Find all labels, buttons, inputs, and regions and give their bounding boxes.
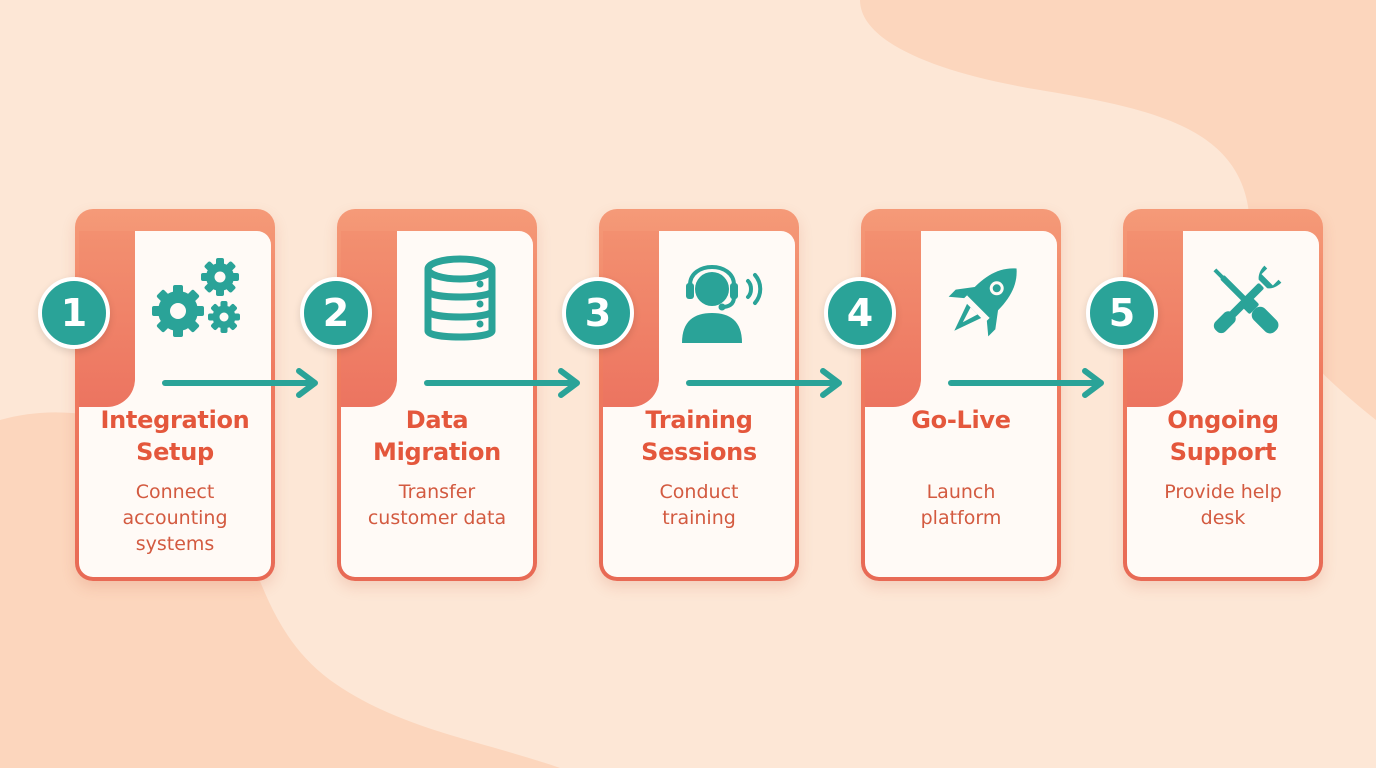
step-title: Integration Setup [79, 404, 271, 468]
rocket-icon [925, 251, 1043, 351]
step-title-line: Training [645, 406, 753, 434]
step-desc-line: desk [1200, 507, 1246, 529]
step-title-line: Sessions [641, 438, 757, 466]
step-title: Ongoing Support [1127, 404, 1319, 468]
step-number-badge: 4 [824, 277, 896, 349]
step-title-line: Setup [136, 438, 214, 466]
step-title-line: Integration [100, 406, 250, 434]
gears-icon [139, 251, 257, 351]
arrow-right-icon [948, 368, 1104, 398]
step-number-badge: 5 [1086, 277, 1158, 349]
step-description: Launch platform [865, 479, 1057, 531]
step-title-line: Go-Live [911, 406, 1011, 434]
step-title-line: Support [1169, 438, 1277, 466]
tools-icon [1187, 251, 1305, 351]
arrow-right-icon [162, 368, 318, 398]
headset-agent-icon [663, 251, 781, 351]
step-card-3: 3 Training Sessions Conduct training [562, 209, 842, 581]
step-number-badge: 2 [300, 277, 372, 349]
step-description: Provide help desk [1127, 479, 1319, 531]
step-desc-line: customer data [367, 507, 507, 529]
step-description: Transfer customer data [341, 479, 533, 531]
step-title: Data Migration [341, 404, 533, 468]
step-title: Go-Live [865, 404, 1057, 436]
arrow-right-icon [424, 368, 580, 398]
step-description: Connect accounting systems [79, 479, 271, 557]
step-desc-line: Conduct [659, 481, 739, 503]
step-title-line: Data [405, 406, 469, 434]
step-desc-line: Provide help [1164, 481, 1282, 503]
step-card-5: 5 Ongoing Support Provide help desk [1086, 209, 1323, 581]
step-card-4: 4 Go-Live Launch platform [824, 209, 1104, 581]
step-title-line: Migration [373, 438, 501, 466]
step-desc-line: Connect [135, 481, 215, 503]
step-title: Training Sessions [603, 404, 795, 468]
arrow-right-icon [686, 368, 842, 398]
step-card-1: 1 Integration Setup Connect accounting s… [38, 209, 318, 581]
step-card-2: 2 Data Migration Transfer customer data [300, 209, 580, 581]
database-icon [401, 251, 519, 351]
step-number-badge: 1 [38, 277, 110, 349]
step-desc-line: training [662, 507, 736, 529]
step-desc-line: Transfer [398, 481, 476, 503]
step-desc-line: accounting [122, 507, 228, 529]
step-title-line: Ongoing [1167, 406, 1279, 434]
step-desc-line: Launch [926, 481, 996, 503]
step-desc-line: platform [920, 507, 1002, 529]
step-description: Conduct training [603, 479, 795, 531]
step-desc-line: systems [135, 533, 215, 555]
step-number-badge: 3 [562, 277, 634, 349]
